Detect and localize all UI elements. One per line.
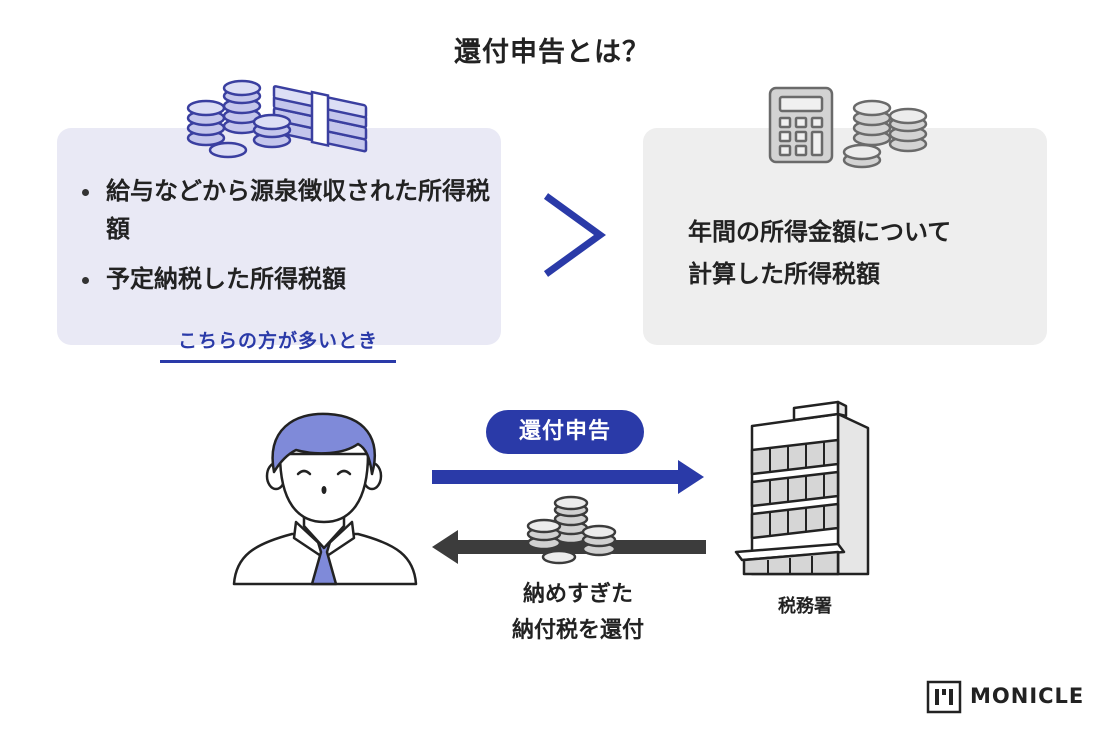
list-item: 給与などから源泉徴収された所得税額 <box>78 172 498 248</box>
annual-tax-text: 年間の所得金額について 計算した所得税額 <box>688 211 1028 295</box>
annual-tax-panel <box>643 128 1047 345</box>
tax-office-building-icon <box>734 400 870 576</box>
refund-description-line-1: 納めすぎた <box>522 582 633 607</box>
taxpayer-person-icon <box>232 412 418 586</box>
condition-note: こちらの方が多いとき <box>177 330 378 352</box>
money-stack-icon <box>186 79 368 159</box>
annual-tax-line-1: 年間の所得金額について <box>688 218 952 246</box>
withheld-tax-panel <box>57 128 501 345</box>
filing-arrow <box>432 460 704 494</box>
page-title: 還付申告とは？ <box>454 37 650 68</box>
annual-tax-line-2: 計算した所得税額 <box>688 260 880 288</box>
coins-icon <box>526 495 617 565</box>
refund-description-line-2: 納付税を還付 <box>511 618 644 643</box>
refund-description: 納めすぎた 納付税を還付 <box>468 577 688 649</box>
greater-than-icon <box>543 193 606 277</box>
calculator-icon <box>768 86 928 169</box>
refund-arrow <box>432 530 706 564</box>
monicle-logo-icon <box>926 680 962 714</box>
list-item: 予定納税した所得税額 <box>78 260 498 298</box>
tax-office-label: 税務署 <box>778 596 832 617</box>
withheld-tax-list: 給与などから源泉徴収された所得税額 予定納税した所得税額 <box>78 172 498 310</box>
condition-underline <box>160 360 396 363</box>
brand-name: MONICLE <box>970 684 1085 708</box>
refund-filing-label: 還付申告 <box>486 410 644 454</box>
